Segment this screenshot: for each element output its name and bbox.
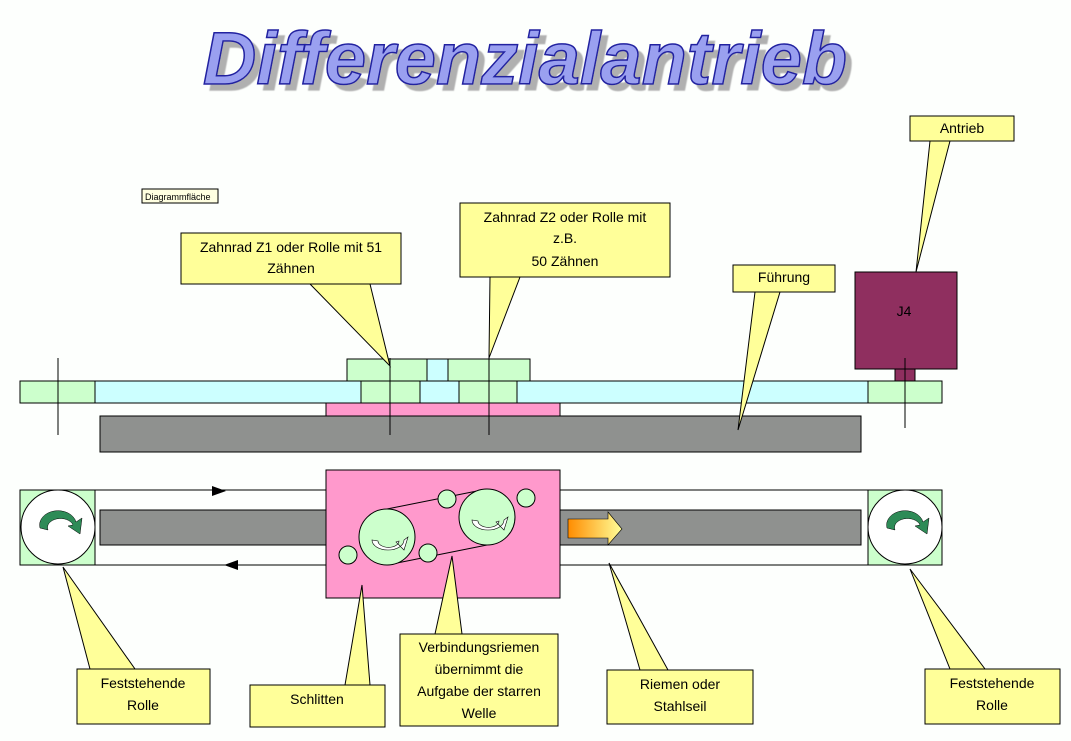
callout-rolle-right: Feststehende Rolle xyxy=(909,568,1061,725)
svg-text:Riemen oder: Riemen oder xyxy=(640,676,720,692)
rotate-icon xyxy=(471,516,509,531)
gear-z2 xyxy=(458,380,518,404)
svg-text:Zähnen: Zähnen xyxy=(267,260,314,276)
svg-text:50 Zähnen: 50 Zähnen xyxy=(532,253,599,269)
rotate-icon xyxy=(371,536,409,551)
gear-gap xyxy=(426,358,449,382)
fixed-roller-right xyxy=(867,489,943,565)
svg-text:z.B.: z.B. xyxy=(553,230,577,246)
fixed-roller-left xyxy=(20,489,96,565)
idler-roller xyxy=(418,543,438,563)
idler-roller xyxy=(516,488,536,508)
svg-text:Zahnrad Z2 oder Rolle mit: Zahnrad Z2 oder Rolle mit xyxy=(484,209,647,225)
svg-text:Stahlseil: Stahlseil xyxy=(654,698,707,714)
callout-schlitten: Schlitten xyxy=(249,584,386,728)
idler-roller xyxy=(338,545,358,565)
arrow-right-icon xyxy=(212,486,226,496)
gear-z2-side xyxy=(458,488,516,546)
callout-fuehrung: Führung xyxy=(732,264,836,431)
svg-text:Antrieb: Antrieb xyxy=(940,120,985,136)
callout-verbindungsriemen: Verbindungsriemen übernimmt die Aufgabe … xyxy=(399,555,559,727)
motor-j4 xyxy=(854,271,958,370)
rotate-cw-icon xyxy=(39,510,83,535)
svg-text:Feststehende: Feststehende xyxy=(950,675,1035,691)
callout-rolle-left: Feststehende Rolle xyxy=(62,566,211,725)
svg-text:Welle: Welle xyxy=(462,705,497,721)
svg-text:Verbindungsriemen: Verbindungsriemen xyxy=(419,639,540,655)
diagram-area-label: Diagrammfläche xyxy=(145,192,211,202)
callout-z1: Zahnrad Z1 oder Rolle mit 51 Zähnen xyxy=(180,232,402,368)
connecting-belt xyxy=(386,488,488,510)
svg-text:Rolle: Rolle xyxy=(976,697,1008,713)
direction-arrow-icon xyxy=(567,511,623,546)
svg-text:übernimmt die: übernimmt die xyxy=(435,661,524,677)
rotate-cw-icon xyxy=(886,510,930,535)
arrow-left-icon xyxy=(224,560,238,570)
svg-text:Feststehende: Feststehende xyxy=(101,675,186,691)
gear-z1-side xyxy=(358,508,416,566)
svg-text:Aufgabe der starren: Aufgabe der starren xyxy=(417,683,541,699)
svg-text:Führung: Führung xyxy=(758,269,810,285)
svg-text:Rolle: Rolle xyxy=(127,697,159,713)
slider-top-view xyxy=(325,402,561,417)
diagram-title: Differenzialantrieb xyxy=(203,17,847,100)
motor-label: J4 xyxy=(897,303,912,319)
callout-stahlseil: Riemen oder Stahlseil xyxy=(606,562,754,725)
callout-antrieb: Antrieb xyxy=(909,115,1015,273)
svg-text:Schlitten: Schlitten xyxy=(290,691,344,707)
svg-text:Zahnrad Z1 oder Rolle mit 51: Zahnrad Z1 oder Rolle mit 51 xyxy=(200,239,382,255)
callout-z2: Zahnrad Z2 oder Rolle mit z.B. 50 Zähnen xyxy=(459,202,671,359)
guide-rail xyxy=(99,415,862,453)
idler-roller xyxy=(437,489,457,509)
diagram-area-tooltip xyxy=(141,188,219,204)
